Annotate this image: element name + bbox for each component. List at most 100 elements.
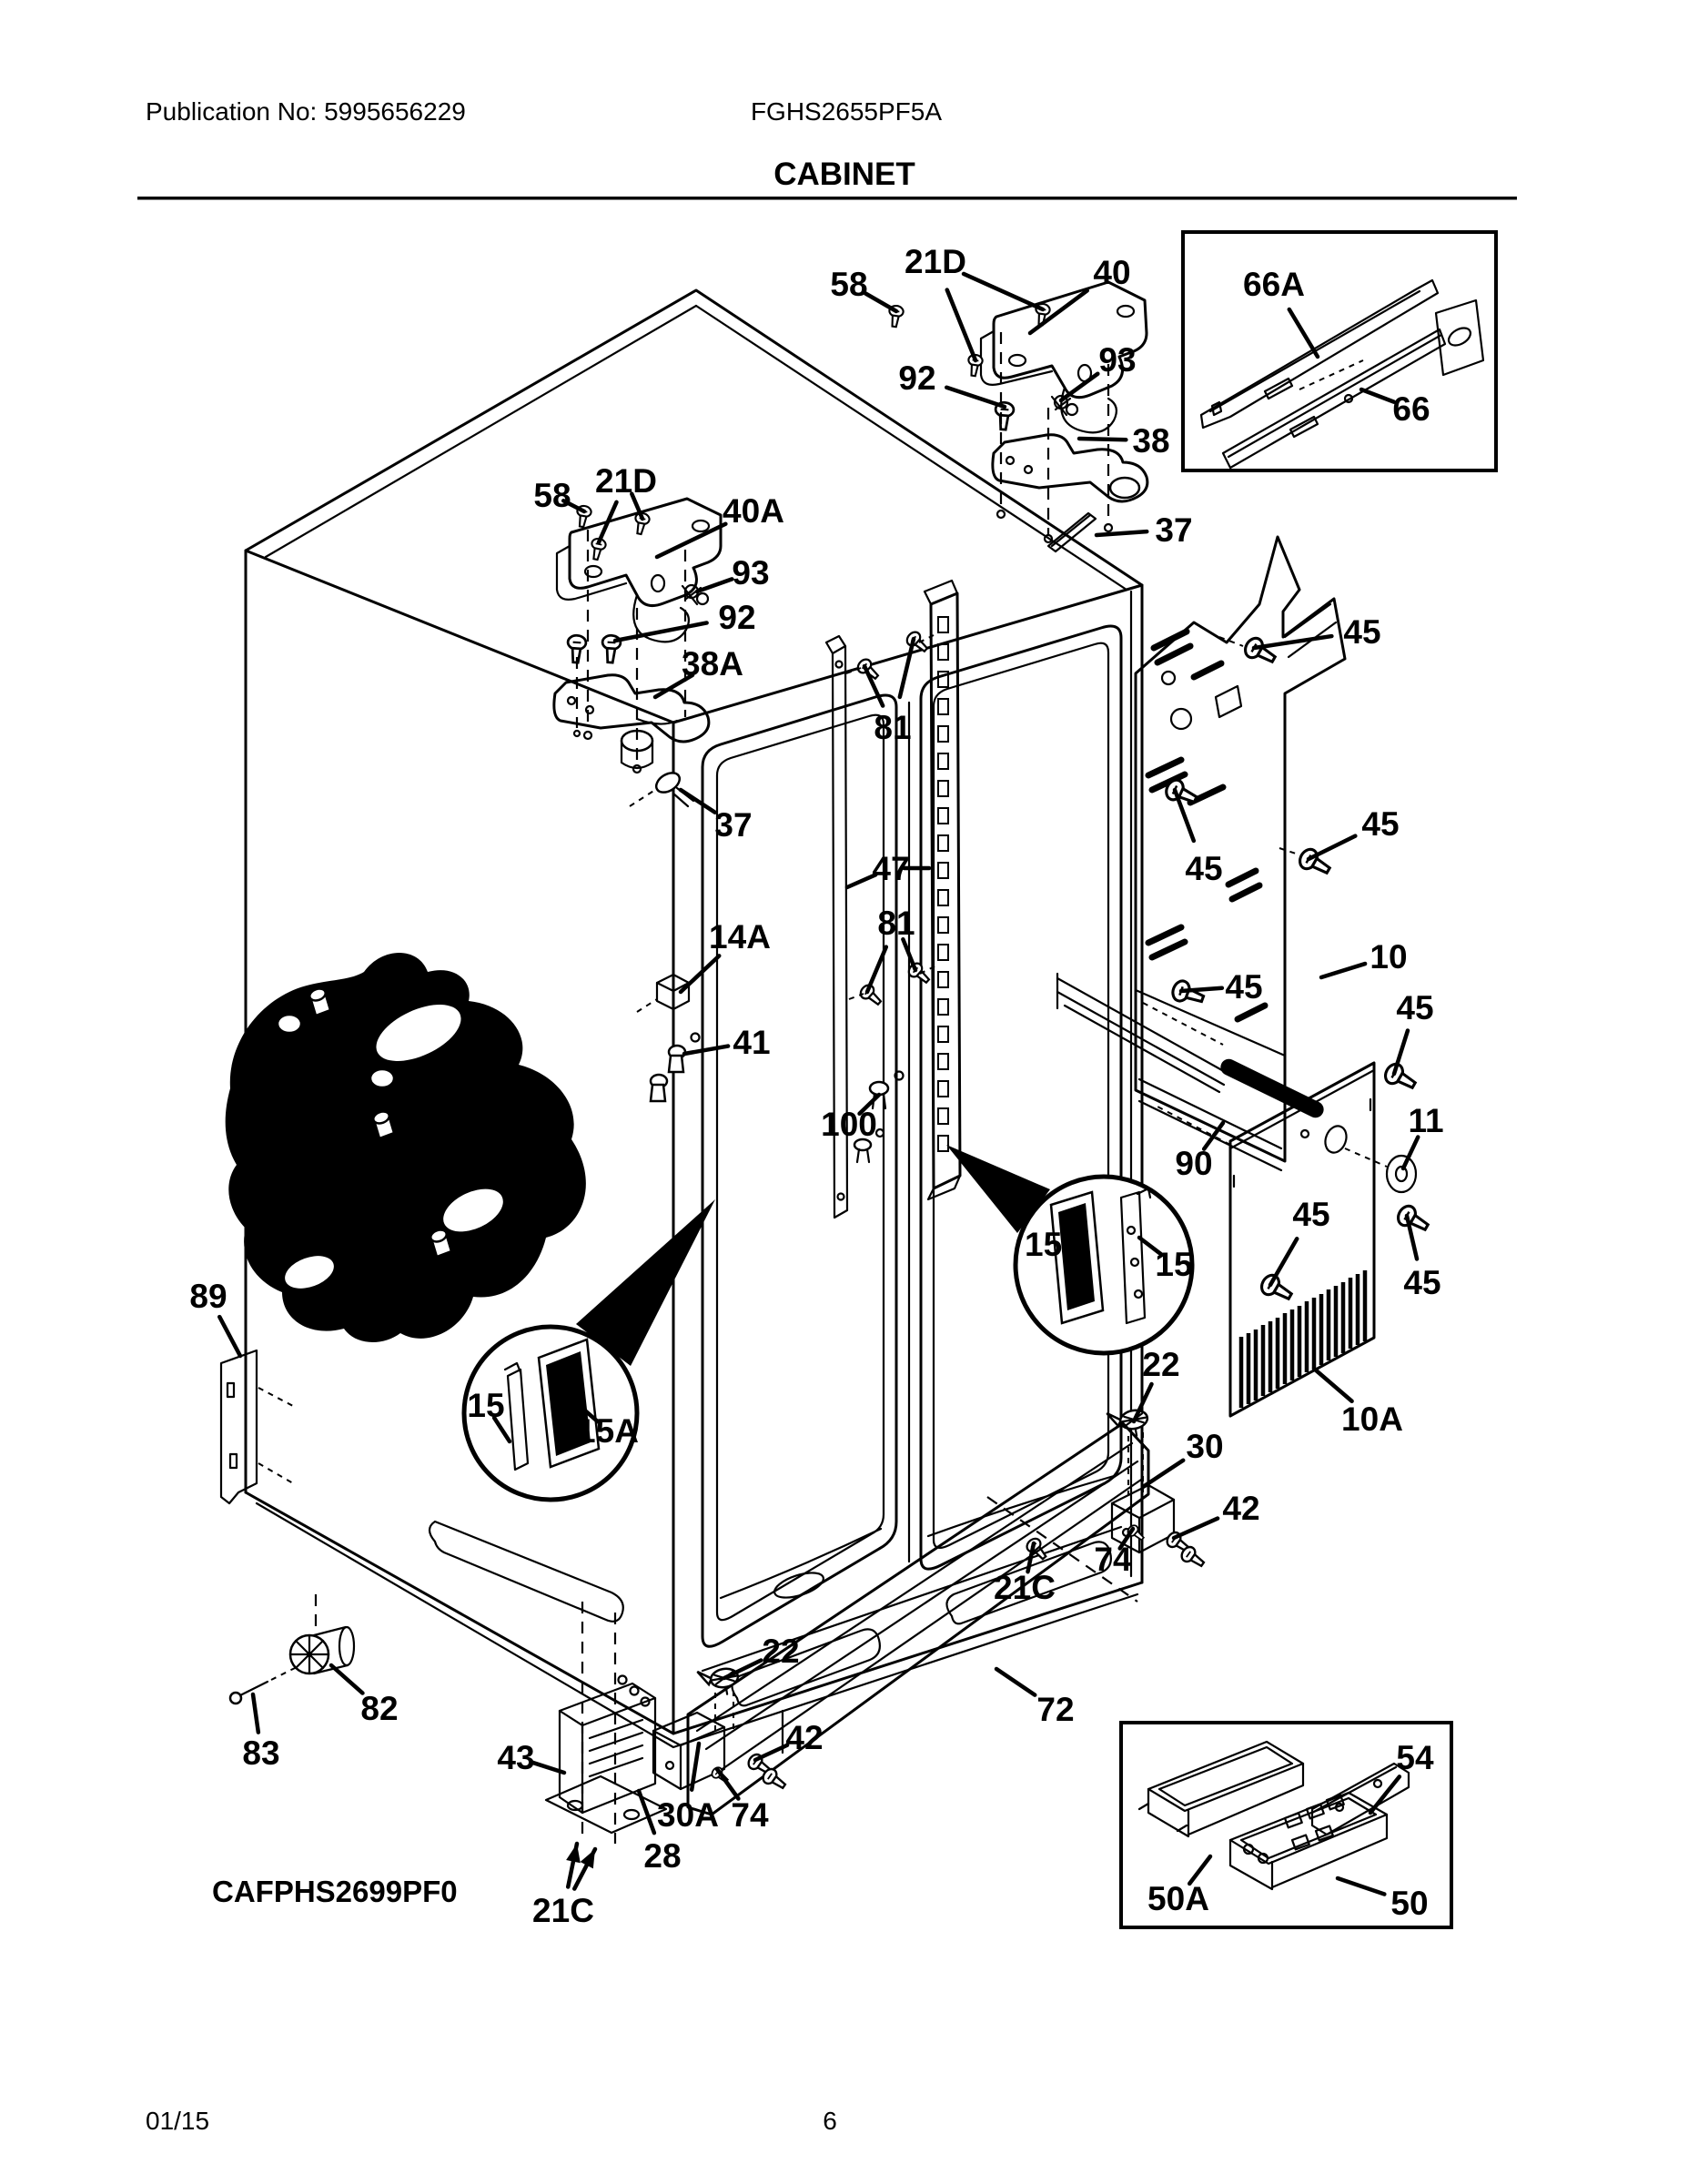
callout-21c-right: 21C (994, 1569, 1056, 1606)
callout-21c-left: 21C (532, 1892, 594, 1929)
callout-74-right: 74 (1094, 1541, 1132, 1578)
callout-15a-right: 15A (1025, 1226, 1087, 1263)
leader-line-93-top (1058, 371, 1100, 403)
callout-15-right: 15 (1155, 1246, 1192, 1283)
callout-28: 28 (643, 1837, 681, 1875)
vent-louvers (1238, 1270, 1368, 1408)
leader-line-15a-left (576, 1402, 601, 1424)
leader-line-21d-left (630, 491, 645, 521)
leader-line-22-left (722, 1658, 763, 1681)
leader-line-81-upper (862, 663, 885, 708)
back-panel-upper-10 (1134, 535, 1347, 1172)
leader-line-21d-left (596, 500, 619, 545)
leader-line-45-2 (1306, 834, 1358, 862)
leader-line-15a-right (1063, 1257, 1086, 1289)
leader-line-45-3 (1172, 787, 1197, 844)
callout-74-left: 74 (731, 1796, 769, 1834)
leader-line-90 (1201, 1120, 1226, 1151)
callout-43: 43 (497, 1739, 534, 1776)
leader-line-14a (678, 954, 722, 995)
leader-line-81-lower (901, 936, 918, 973)
leader-line-54 (1368, 1774, 1402, 1815)
leader-line-22-right (1131, 1381, 1154, 1424)
leader-line-37-left (678, 787, 717, 814)
inset-circle-left-filter (461, 1199, 715, 1502)
callout-92-left: 92 (718, 599, 755, 636)
callout-50a: 50A (1147, 1880, 1209, 1917)
callout-15a-left: 15A (577, 1412, 639, 1450)
leader-line-81-upper (897, 636, 916, 700)
leader-line-30-right (1140, 1458, 1186, 1490)
leader-line-21d-top (961, 271, 1046, 312)
footer-page-number: 6 (823, 2107, 837, 2135)
model-number: FGHS2655PF5A (751, 97, 942, 126)
leader-line-28 (636, 1788, 657, 1835)
leader-arrowhead-21c-left (566, 1844, 581, 1864)
callout-58-left: 58 (533, 477, 571, 514)
callout-100: 100 (821, 1106, 877, 1143)
rail-screws-81 (845, 628, 935, 1010)
callout-22-left: 22 (762, 1633, 799, 1670)
callout-93-left: 93 (732, 554, 769, 592)
leader-line-89 (217, 1314, 243, 1359)
callout-10a: 10A (1341, 1400, 1403, 1438)
leader-line-66a (1287, 307, 1320, 359)
callout-21d-top: 21D (905, 243, 966, 280)
callout-90: 90 (1175, 1145, 1212, 1182)
section-title: CABINET (773, 157, 915, 192)
rail-slots (937, 616, 949, 1152)
callout-45-7: 45 (1403, 1264, 1440, 1301)
callout-22-right: 22 (1142, 1346, 1179, 1383)
leader-line-72 (994, 1666, 1037, 1697)
leader-line-50 (1335, 1876, 1387, 1896)
leader-line-21d-top (945, 288, 978, 363)
publication-number: Publication No: 5995656229 (146, 97, 466, 126)
callout-14a: 14A (709, 918, 771, 956)
callout-38-top: 38 (1132, 422, 1169, 460)
leader-line-15-right (1137, 1235, 1164, 1258)
leader-line-83 (250, 1692, 261, 1734)
header-rule (137, 197, 1517, 200)
callout-45-2: 45 (1361, 805, 1399, 843)
callout-66a: 66A (1243, 266, 1305, 303)
callout-45-5: 45 (1396, 989, 1433, 1026)
top-hinge-left (552, 497, 723, 770)
shelf-rails (824, 579, 962, 1219)
leader-line-11 (1400, 1135, 1420, 1171)
callout-10: 10 (1370, 938, 1407, 976)
inset-box-rails (1181, 230, 1498, 472)
callout-15-left: 15 (467, 1387, 504, 1424)
callout-38a: 38A (682, 645, 743, 682)
leader-line-21c-right (1026, 1541, 1036, 1574)
callout-45-6: 45 (1292, 1196, 1329, 1233)
page-footer: 01/15 6 (146, 2107, 837, 2135)
interior-small-parts (629, 772, 905, 1164)
callout-83: 83 (242, 1734, 279, 1772)
leader-line-82 (329, 1663, 365, 1695)
footer-date: 01/15 (146, 2107, 209, 2135)
leader-line-47 (844, 873, 878, 890)
callout-92-top: 92 (898, 359, 935, 397)
callout-45-3: 45 (1185, 850, 1222, 887)
leader-line-92-top (945, 385, 1007, 410)
leader-line-38-top (1076, 436, 1128, 442)
callout-11: 11 (1408, 1102, 1443, 1139)
leader-line-43 (531, 1760, 567, 1775)
callout-37-left: 37 (714, 806, 752, 844)
leader-line-92-left (612, 621, 709, 643)
callout-40a: 40A (723, 492, 784, 530)
leader-line-74-left (714, 1766, 741, 1801)
leader-line-10a (1311, 1366, 1354, 1403)
leader-line-45-4 (1178, 986, 1225, 994)
back-panel-lower-10a (1142, 1002, 1433, 1418)
inset-box-drain-pan (1119, 1721, 1453, 1929)
drawing-code: CAFPHS2699PF0 (212, 1875, 458, 1908)
leader-line-42-right (1171, 1516, 1220, 1541)
callout-58-top: 58 (830, 266, 867, 303)
leader-line-93-left (694, 577, 734, 594)
callout-81-lower: 81 (877, 905, 915, 942)
leader-line-41 (682, 1044, 731, 1057)
callout-30a: 30A (657, 1796, 719, 1834)
leader-line-74-right (1117, 1526, 1136, 1551)
